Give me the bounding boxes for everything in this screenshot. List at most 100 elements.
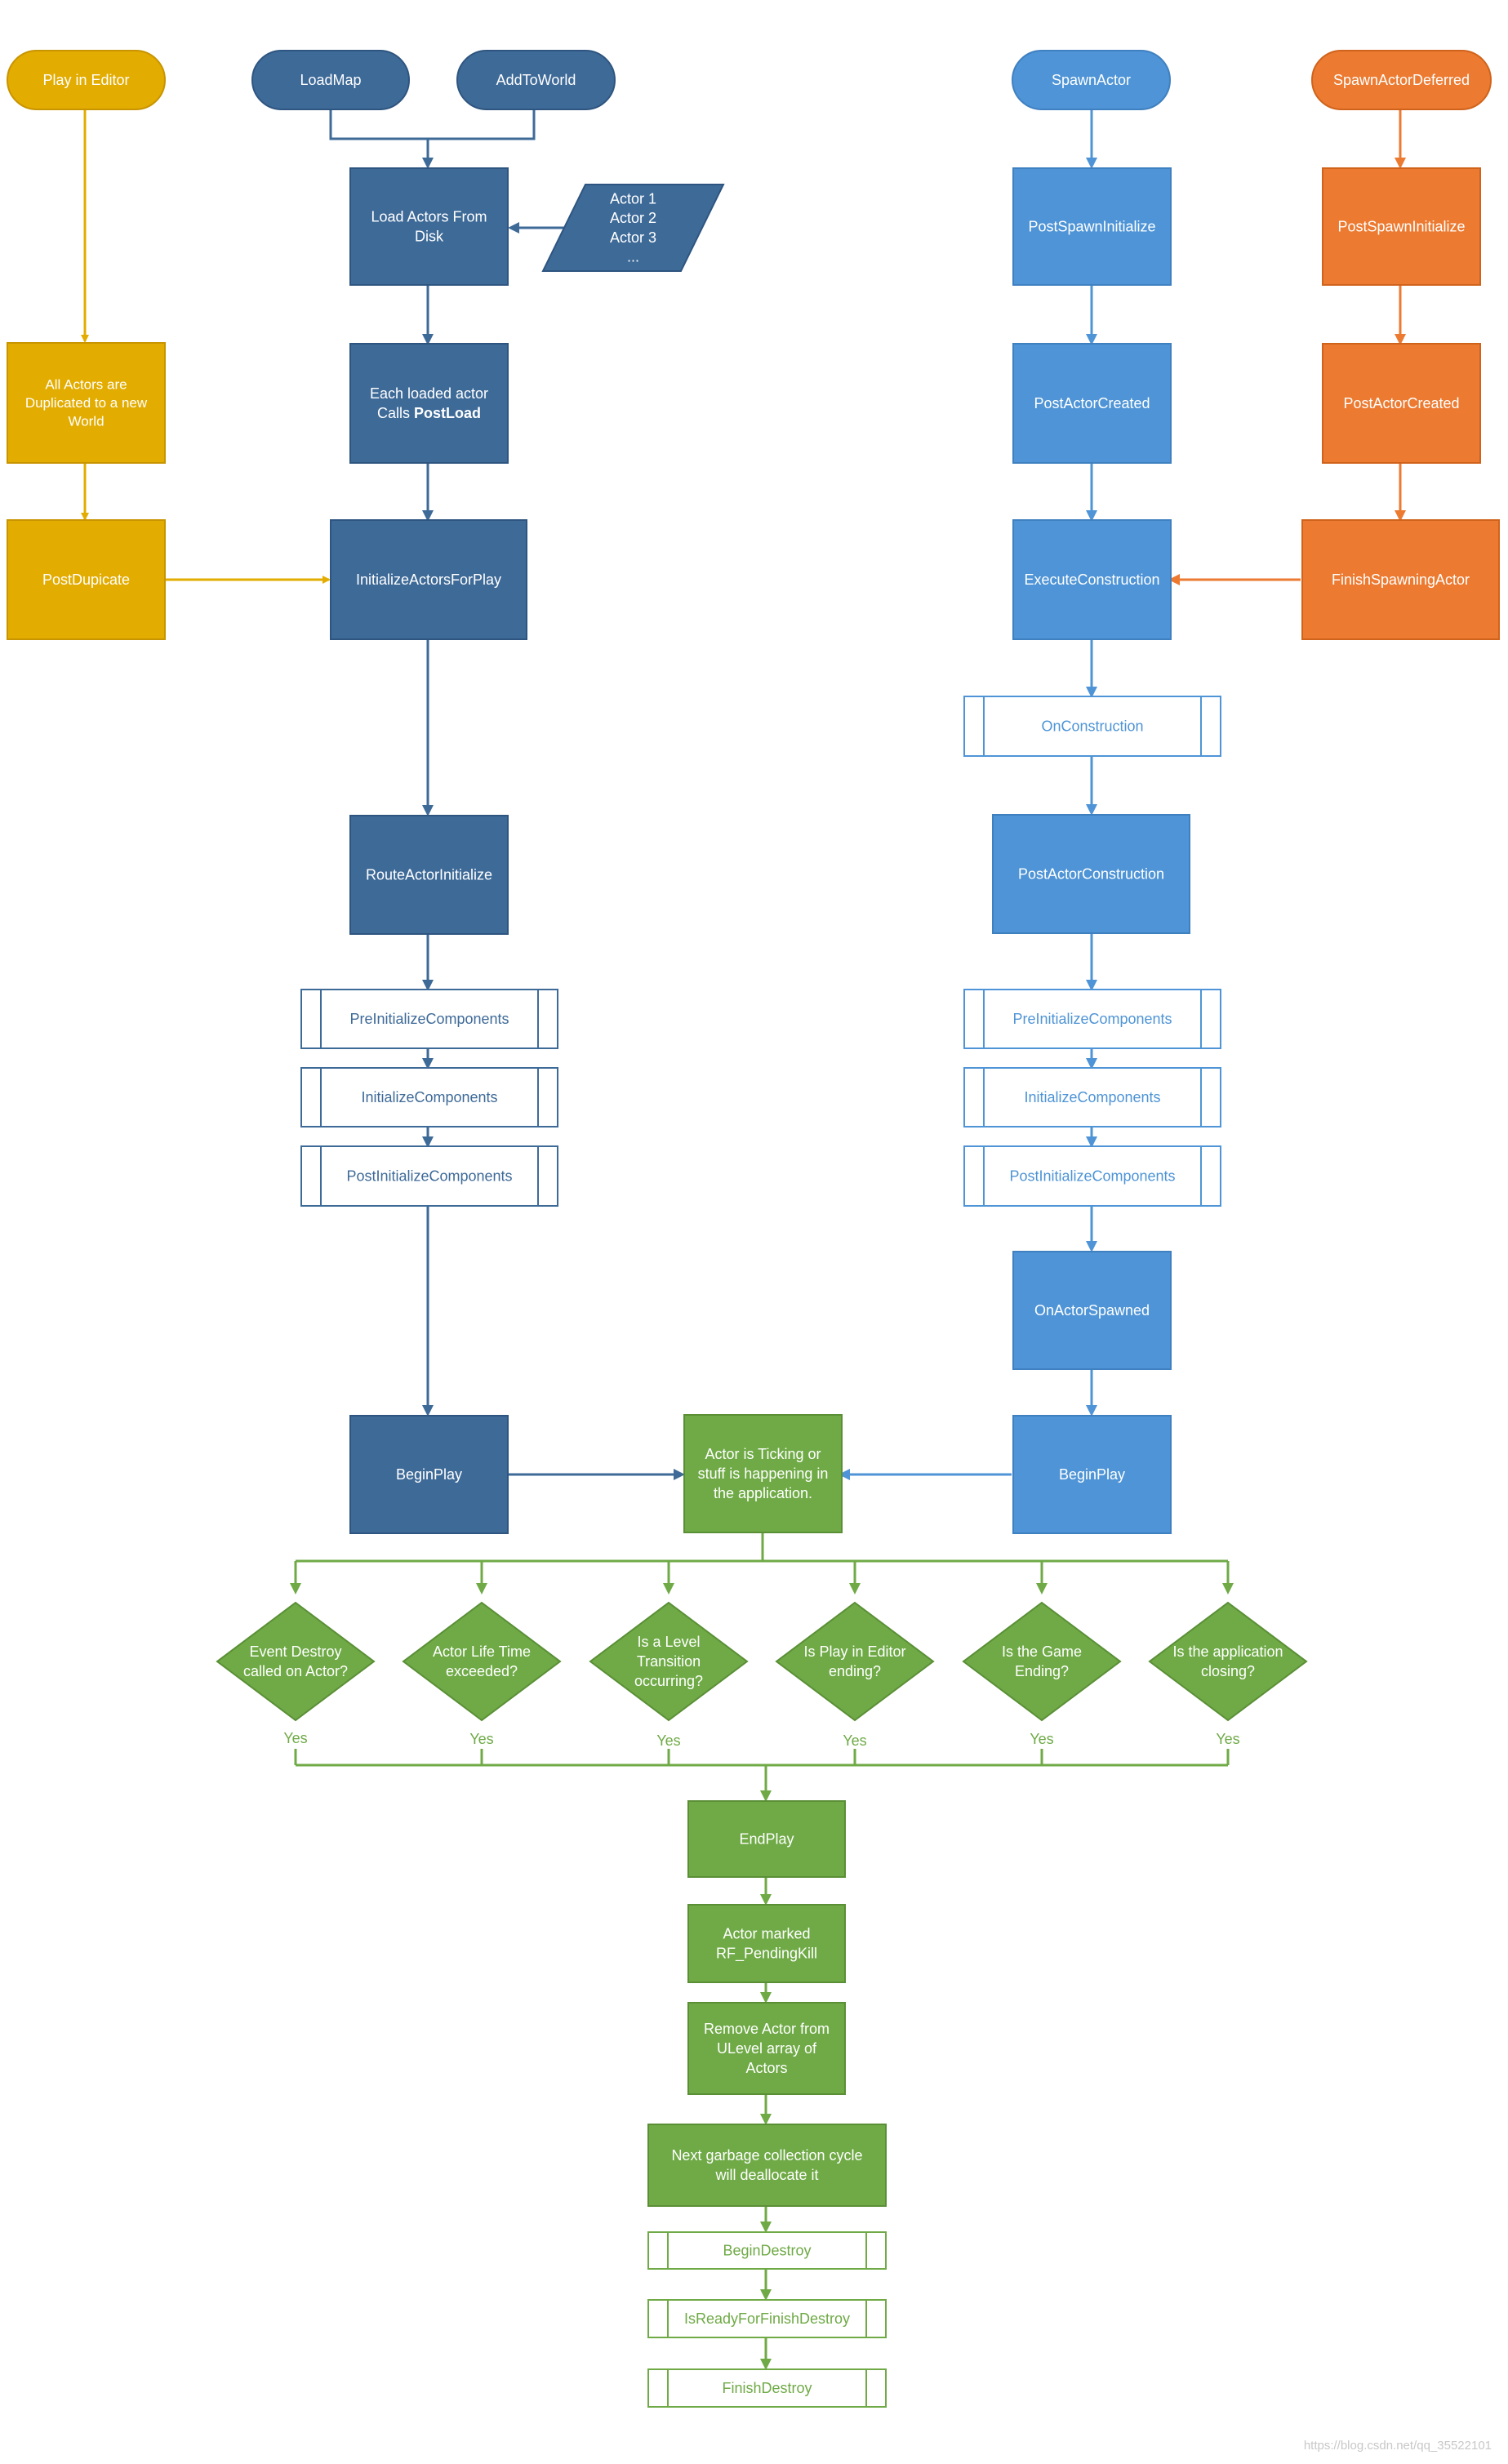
- node-label: Load Actors From: [371, 209, 487, 225]
- node-label: Is the application: [1172, 1643, 1283, 1660]
- start-spawn-actor: SpawnActor: [1012, 50, 1171, 110]
- finish-destroy-subprocess: FinishDestroy: [647, 2368, 887, 2408]
- node-label: FinishSpawningActor: [1332, 572, 1470, 588]
- on-construction-subprocess: OnConstruction: [963, 696, 1221, 757]
- yes-label: Yes: [469, 1731, 493, 1747]
- node-label: PostInitializeComponents: [346, 1168, 512, 1185]
- node-label: PreInitializeComponents: [349, 1011, 509, 1027]
- initialize-actors-for-play-box: InitializeActorsForPlay: [330, 519, 527, 640]
- node-label: PostActorConstruction: [1018, 866, 1164, 883]
- node-label: InitializeActorsForPlay: [356, 572, 501, 588]
- node-label: occurring?: [634, 1673, 703, 1689]
- node-label: Actors: [745, 2060, 787, 2076]
- post-duplicate-box: PostDupicate: [7, 519, 166, 640]
- yes-label: Yes: [843, 1732, 866, 1749]
- node-label: PostSpawnInitialize: [1028, 219, 1155, 235]
- next-garbage-collection-box: Next garbage collection cycle will deallo…: [647, 2124, 887, 2207]
- node-label: Event Destroy: [249, 1643, 341, 1660]
- right-post-initialize-components: PostInitializeComponents: [963, 1145, 1221, 1207]
- node-label: Actor 2: [610, 210, 656, 226]
- node-label: OnActorSpawned: [1034, 1302, 1150, 1319]
- connector-line: [329, 110, 428, 140]
- actor-list-parallelogram: Actor 1 Actor 2 Actor 3...: [541, 184, 725, 272]
- node-label: SpawnActor: [1052, 72, 1131, 88]
- node-label: Each loaded actor: [370, 385, 488, 402]
- connector-line: [428, 110, 536, 140]
- deferred-post-actor-created-box: PostActorCreated: [1322, 343, 1481, 464]
- node-label: the application.: [714, 1485, 812, 1501]
- node-layer: Play in Editor LoadMap AddToWorld SpawnActo…: [7, 50, 1500, 2408]
- node-label: BeginDestroy: [723, 2243, 811, 2259]
- node-label: AddToWorld: [496, 72, 576, 88]
- post-actor-construction-box: PostActorConstruction: [992, 814, 1190, 934]
- node-label: PostSpawnInitialize: [1337, 219, 1465, 235]
- node-label: Is a Level: [637, 1634, 700, 1650]
- node-label: will deallocate it: [714, 2167, 818, 2183]
- node-label: Actor marked: [723, 1926, 810, 1942]
- node-label: OnConstruction: [1041, 718, 1143, 735]
- watermark: https://blog.csdn.net/qq_35522101: [1303, 2439, 1492, 2453]
- node-label: Actor is Ticking or: [705, 1446, 821, 1462]
- start-spawn-actor-deferred: SpawnActorDeferred: [1311, 50, 1492, 110]
- left-begin-play-box: BeginPlay: [349, 1415, 509, 1534]
- connector-layer: [81, 110, 1406, 2370]
- node-label: ending?: [829, 1663, 881, 1679]
- node-label: InitializeComponents: [1024, 1089, 1160, 1105]
- node-label: Transition: [637, 1653, 701, 1670]
- post-spawn-initialize-box: PostSpawnInitialize: [1012, 167, 1172, 286]
- node-label: PostInitializeComponents: [1009, 1168, 1175, 1185]
- node-label: LoadMap: [300, 72, 361, 88]
- node-label: ULevel array of: [717, 2040, 817, 2057]
- node-label: Duplicated to a new: [25, 395, 148, 411]
- decision-application-closing: Is the application closing?: [1148, 1601, 1308, 1722]
- node-label: Actor 1: [610, 190, 656, 207]
- is-ready-for-finish-destroy-subprocess: IsReadyForFinishDestroy: [647, 2299, 887, 2338]
- node-label: Actor Life Time: [433, 1643, 531, 1660]
- node-label: Remove Actor from: [704, 2021, 830, 2037]
- node-label: PostActorCreated: [1343, 395, 1459, 411]
- node-label: Play in Editor: [42, 72, 129, 88]
- start-load-map: LoadMap: [251, 50, 410, 110]
- node-label: World: [68, 413, 104, 429]
- yes-label: Yes: [283, 1730, 307, 1746]
- end-play-box: EndPlay: [687, 1800, 846, 1878]
- node-label: InitializeComponents: [361, 1089, 497, 1105]
- finish-spawning-actor-box: FinishSpawningActor: [1301, 519, 1500, 640]
- right-initialize-components: InitializeComponents: [963, 1067, 1221, 1127]
- node-label: Next garbage collection cycle: [671, 2147, 862, 2164]
- node-label: RouteActorInitialize: [366, 867, 492, 883]
- node-label: ...: [627, 249, 639, 265]
- right-begin-play-box: BeginPlay: [1012, 1415, 1172, 1534]
- yes-label: Yes: [656, 1732, 680, 1749]
- node-label: Is Play in Editor: [803, 1643, 905, 1660]
- node-label: IsReadyForFinishDestroy: [684, 2311, 850, 2327]
- yes-label: Yes: [1216, 1731, 1239, 1747]
- node-label: Ending?: [1015, 1663, 1069, 1679]
- post-actor-created-box: PostActorCreated: [1012, 343, 1172, 464]
- node-label: closing?: [1201, 1663, 1255, 1679]
- start-add-to-world: AddToWorld: [456, 50, 616, 110]
- left-post-initialize-components: PostInitializeComponents: [300, 1145, 558, 1207]
- node-label: All Actors are: [45, 377, 127, 393]
- begin-destroy-subprocess: BeginDestroy: [647, 2231, 887, 2270]
- node-label: Actor 3: [610, 229, 656, 246]
- node-label: EndPlay: [739, 1831, 794, 1848]
- left-pre-initialize-components: PreInitializeComponents: [300, 989, 558, 1049]
- execute-construction-box: ExecuteConstruction: [1012, 519, 1172, 640]
- node-label: Is the Game: [1002, 1643, 1082, 1660]
- route-actor-initialize-box: RouteActorInitialize: [349, 815, 509, 935]
- decision-play-in-editor-ending: Is Play in Editor ending?: [775, 1601, 935, 1722]
- start-play-in-editor: Play in Editor: [7, 50, 166, 110]
- node-label: RF_PendingKill: [716, 1945, 817, 1962]
